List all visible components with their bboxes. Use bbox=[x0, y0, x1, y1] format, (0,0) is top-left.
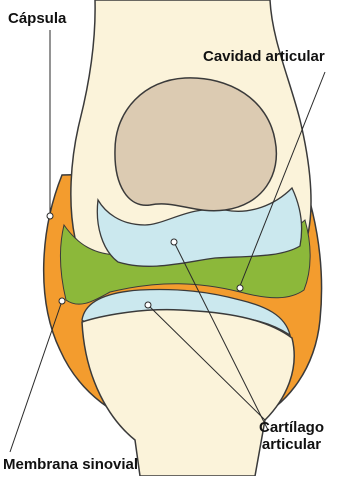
point-cartilago-tibial bbox=[145, 302, 151, 308]
label-cartilago-articular: Cartílago articular bbox=[259, 419, 324, 453]
point-membrana bbox=[59, 298, 65, 304]
label-cartilago-line2: articular bbox=[259, 436, 324, 453]
label-cartilago-line1: Cartílago bbox=[259, 419, 324, 436]
point-capsula bbox=[47, 213, 53, 219]
point-cavidad bbox=[237, 285, 243, 291]
label-membrana-sinovial: Membrana sinovial bbox=[3, 456, 138, 473]
label-capsula: Cápsula bbox=[8, 10, 66, 27]
leader-line-membrana bbox=[10, 301, 62, 452]
point-cartilago-femoral bbox=[171, 239, 177, 245]
label-cavidad-articular: Cavidad articular bbox=[203, 48, 325, 65]
